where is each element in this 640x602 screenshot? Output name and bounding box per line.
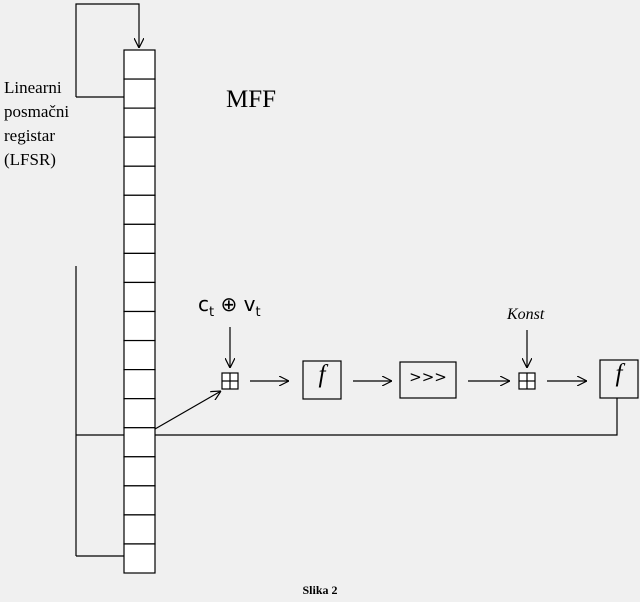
figure-caption: Slika 2 [302,583,338,597]
konst-label: Konst [507,306,545,323]
register-cell [123,310,156,342]
shift-box-label: >>> [409,368,447,386]
shift-box [399,361,457,399]
register-cell [123,165,156,196]
register-cell [123,543,156,574]
register-cell [123,107,156,138]
xor-symbol: ⊕ [214,292,244,316]
input-v: v [243,292,256,316]
return-wire [155,398,618,436]
register-cell [123,369,156,400]
lfsr-label-line-3: registar [4,126,55,145]
register-cell [123,49,156,80]
register-cell [123,427,156,458]
register-cell [123,485,156,516]
register-cell [123,78,156,109]
input-v-sub: t [255,305,261,320]
register-cell [123,281,156,313]
register-cell [123,514,156,545]
register-cell [123,194,156,225]
feedback-loop-top [75,3,139,97]
f-box-1-label: f [318,361,326,388]
modular-adder-1 [221,372,239,390]
register-cell [123,136,156,167]
register-to-adder-arrow [154,391,221,430]
lfsr-label-line-4: (LFSR) [4,150,56,169]
register-cell [123,339,156,371]
modular-adder-2 [518,372,536,390]
register-cell [123,223,156,254]
register-cell [123,398,156,429]
input-label: ct ⊕ vt [198,292,261,320]
lfsr-register [123,49,156,574]
lfsr-label-line-2: posmačni [4,102,70,121]
f-box-2-label: f [615,360,623,387]
input-c: c [198,292,209,316]
lfsr-label: Linearni posmačni registar (LFSR) [4,76,69,172]
register-cell [123,252,156,284]
diagram-title: MFF [226,86,277,113]
lfsr-label-line-1: Linearni [4,78,62,97]
input-c-sub: t [209,305,215,320]
f-box-2 [599,359,639,399]
f-box-1 [302,360,342,400]
register-cell [123,456,156,487]
